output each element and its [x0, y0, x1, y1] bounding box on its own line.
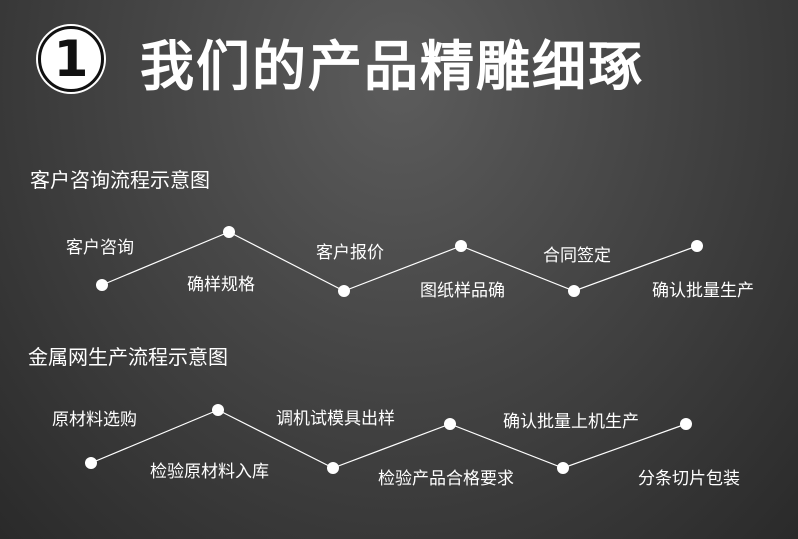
- consult-step-label: 客户报价: [316, 243, 384, 263]
- consult-step-label: 客户咨询: [66, 238, 134, 258]
- consult-node-5: [568, 285, 580, 297]
- production-node-4: [444, 418, 456, 430]
- production-node-1: [85, 457, 97, 469]
- consult-flow-title: 客户咨询流程示意图: [30, 168, 210, 192]
- production-flow-title: 金属网生产流程示意图: [28, 345, 228, 369]
- consult-step-label: 确样规格: [187, 275, 255, 295]
- consult-step-label: 确认批量生产: [652, 281, 754, 301]
- consult-flow-line: [101, 231, 698, 292]
- production-flow-line: [90, 409, 687, 469]
- consult-step-label: 图纸样品确: [420, 281, 505, 301]
- consult-step-label: 合同签定: [543, 246, 611, 266]
- step-number-badge: 1: [38, 26, 104, 92]
- production-step-label: 检验产品合格要求: [378, 469, 514, 489]
- production-node-3: [327, 462, 339, 474]
- consult-node-3: [338, 285, 350, 297]
- consult-node-2: [223, 226, 235, 238]
- production-step-label: 检验原材料入库: [150, 462, 269, 482]
- production-node-5: [557, 462, 569, 474]
- production-step-label: 原材料选购: [52, 410, 137, 430]
- production-step-label: 分条切片包装: [638, 469, 740, 489]
- consult-node-1: [96, 279, 108, 291]
- consult-node-6: [691, 240, 703, 252]
- production-node-2: [212, 404, 224, 416]
- production-step-label: 确认批量上机生产: [503, 412, 639, 432]
- production-node-6: [680, 418, 692, 430]
- page-title: 我们的产品精雕细琢: [140, 35, 644, 98]
- production-step-label: 调机试模具出样: [276, 409, 395, 429]
- consult-node-4: [455, 240, 467, 252]
